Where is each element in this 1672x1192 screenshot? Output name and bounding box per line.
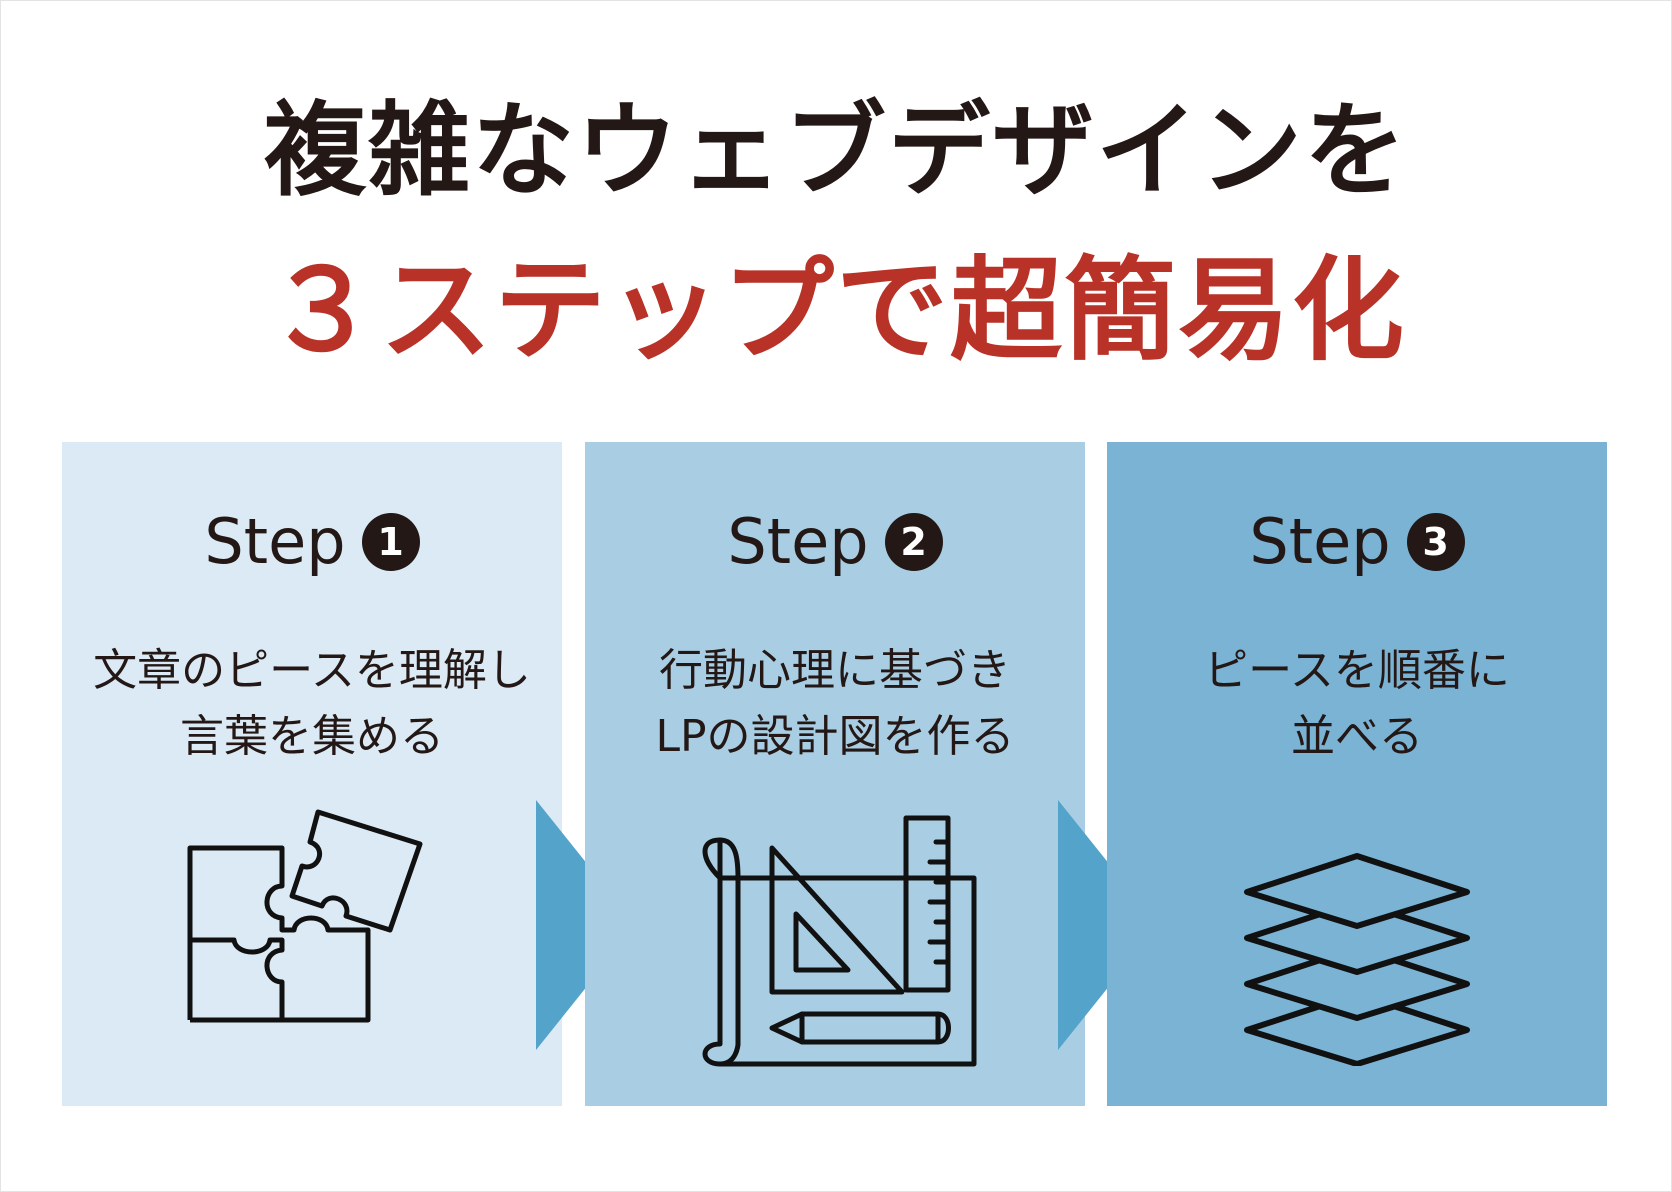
step-number-badge: 3	[1406, 513, 1465, 571]
step-description: 行動心理に基づき LPの設計図を作る	[585, 638, 1085, 770]
stacked-layers-icon	[1244, 853, 1470, 1066]
headline-line-1: 複雑なウェブデザインを	[264, 92, 1408, 211]
blueprint-tools-icon	[702, 815, 977, 1067]
step-description: 文章のピースを理解し 言葉を集める	[62, 638, 562, 770]
step-description-line-1: 文章のピースを理解し	[93, 645, 531, 696]
step-label: Step	[1249, 505, 1391, 578]
step-description: ピースを順番に 並べる	[1107, 638, 1607, 770]
step-heading: Step 3	[1107, 504, 1607, 580]
step-number-badge: 2	[884, 513, 943, 571]
step-label: Step	[727, 505, 869, 578]
step-number-badge: 1	[361, 513, 420, 571]
step-panel-3: Step 3 ピースを順番に 並べる	[1107, 442, 1607, 1106]
step-description-line-1: ピースを順番に	[1204, 645, 1510, 696]
step-heading: Step 1	[62, 504, 562, 580]
step-description-line-1: 行動心理に基づき	[659, 645, 1011, 696]
step-label: Step	[204, 505, 346, 578]
step-description-line-2: 並べる	[1291, 711, 1423, 762]
step-description-line-2: 言葉を集める	[180, 711, 444, 762]
puzzle-pieces-icon	[187, 809, 423, 1023]
headline-line-2: ３ステップで超簡易化	[266, 246, 1406, 376]
step-panel-1: Step 1 文章のピースを理解し 言葉を集める	[62, 442, 562, 1106]
step-description-line-2: LPの設計図を作る	[655, 711, 1015, 762]
step-heading: Step 2	[585, 504, 1085, 580]
step-panel-2: Step 2 行動心理に基づき LPの設計図を作る	[585, 442, 1085, 1106]
